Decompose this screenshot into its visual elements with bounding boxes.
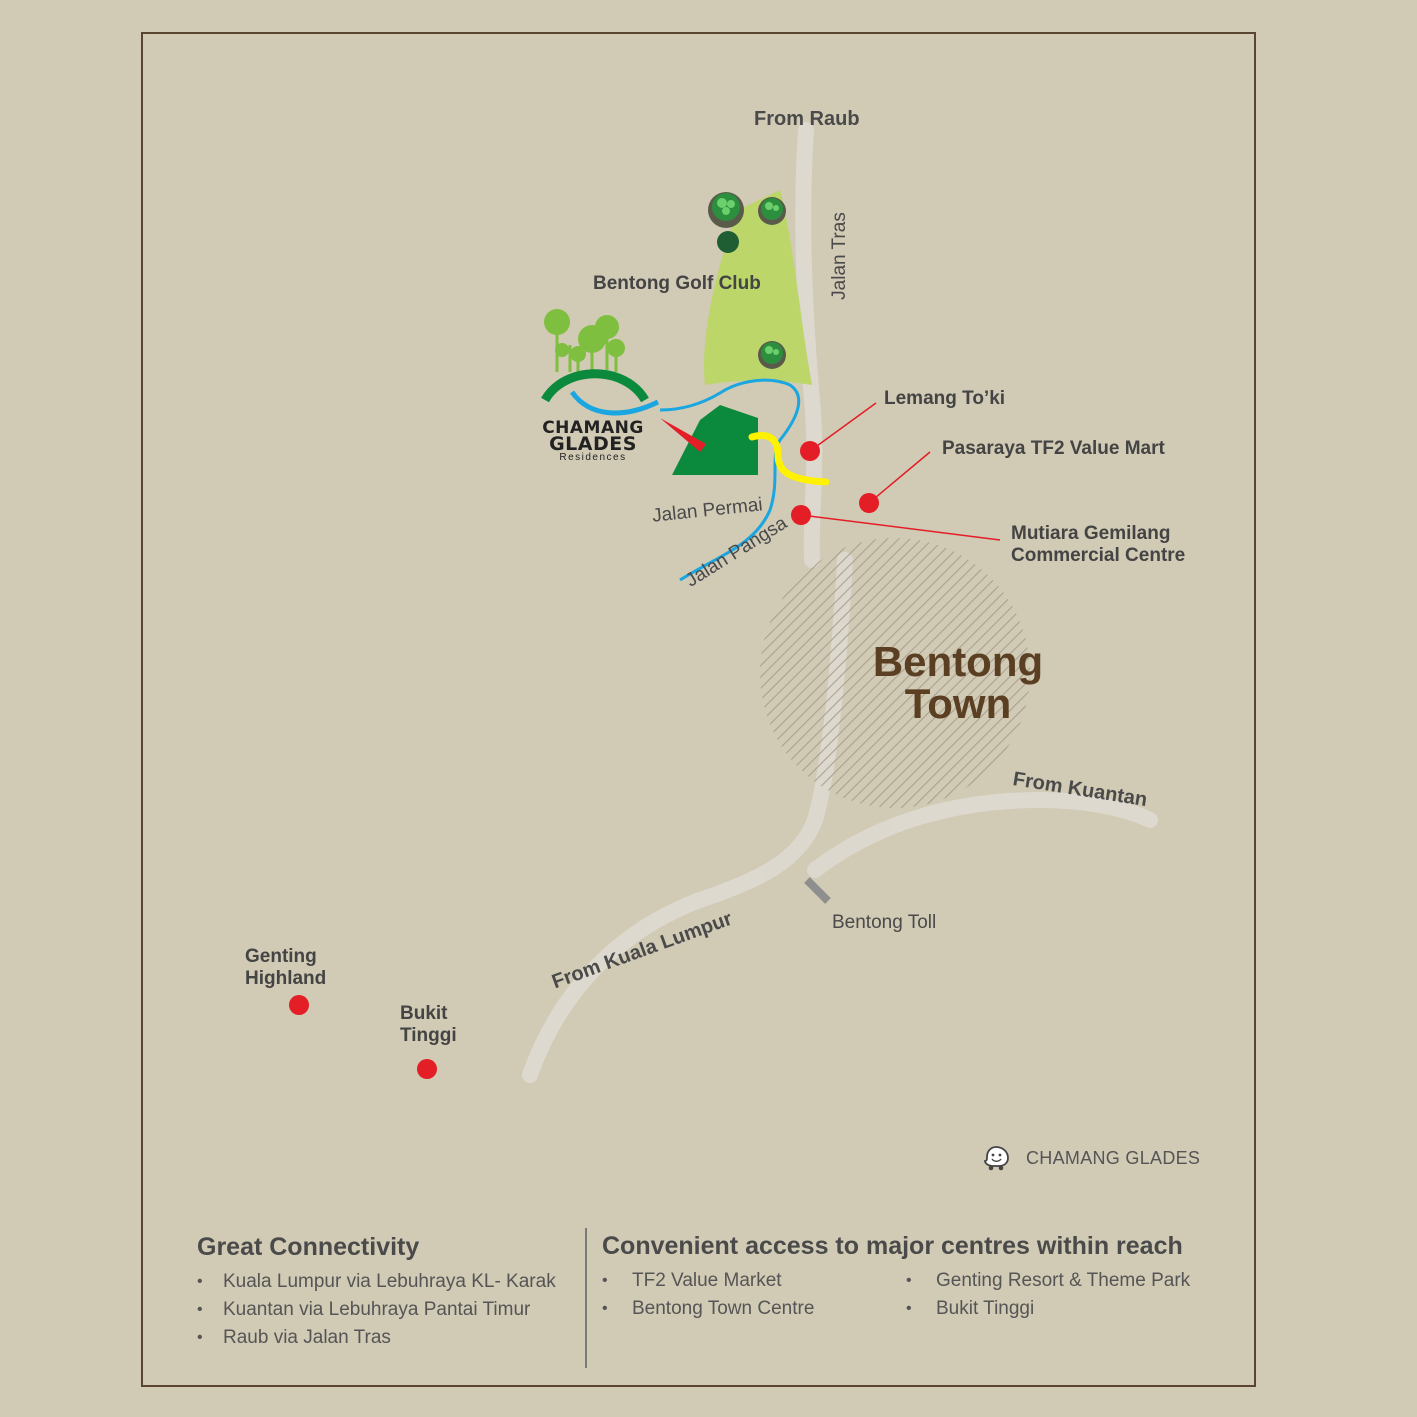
label-bentong-town: Bentong Town — [858, 641, 1058, 725]
label-bukit-line2: Tinggi — [400, 1025, 457, 1046]
label-bukit-line1: Bukit — [400, 1003, 448, 1024]
marker-mutiara — [791, 505, 811, 525]
connectivity-section: Great Connectivity Kuala Lumpur via Lebu… — [197, 1233, 556, 1352]
label-mutiara-line1: Mutiara Gemilang — [1011, 523, 1171, 544]
marker-lemang — [800, 441, 820, 461]
list-item: Raub via Jalan Tras — [197, 1324, 556, 1352]
access-road — [748, 432, 830, 486]
logo-line1: CHAMANG — [542, 418, 644, 438]
pointer-arrow — [660, 418, 706, 452]
chamang-glades-site — [672, 405, 758, 475]
leader-line-pasaraya — [868, 451, 931, 504]
label-from-raub: From Raub — [754, 108, 860, 130]
access-list-col2: Genting Resort & Theme Park Bukit Tinggi — [906, 1267, 1190, 1323]
access-title: Convenient access to major centres withi… — [602, 1232, 1183, 1260]
logo-line3: Residences — [559, 452, 627, 463]
label-genting-line2: Highland — [245, 968, 327, 989]
list-item: Genting Resort & Theme Park — [906, 1267, 1190, 1295]
label-mutiara: Mutiara Gemilang Commercial Centre — [1011, 523, 1185, 567]
list-item: Kuantan via Lebuhraya Pantai Timur — [197, 1296, 556, 1324]
access-list-col1: TF2 Value Market Bentong Town Centre — [602, 1267, 906, 1323]
list-item: Bukit Tinggi — [906, 1295, 1190, 1323]
road-jalan-tras — [795, 122, 823, 568]
marker-genting — [289, 995, 309, 1015]
label-mutiara-line2: Commercial Centre — [1011, 545, 1186, 566]
label-pasaraya: Pasaraya TF2 Value Mart — [942, 438, 1165, 459]
marker-pasaraya — [859, 493, 879, 513]
river — [659, 378, 801, 582]
connectivity-list: Kuala Lumpur via Lebuhraya KL- Karak Kua… — [197, 1268, 556, 1352]
label-bentong-toll: Bentong Toll — [832, 912, 937, 933]
label-jalan-tras: Jalan Tras — [828, 212, 850, 300]
golf-trees — [708, 192, 786, 369]
bentong-town-area — [760, 538, 1030, 808]
label-lemang: Lemang To’ki — [884, 388, 1006, 409]
chamang-glades-logo: CHAMANG GLADES Residences — [538, 420, 648, 464]
waze-icon — [984, 1146, 1009, 1171]
list-item: Bentong Town Centre — [602, 1295, 906, 1323]
leader-line-mutiara — [800, 514, 1001, 541]
map-frame — [141, 32, 1256, 1387]
chamang-glades-logo-graphic — [541, 309, 660, 416]
list-item: TF2 Value Market — [602, 1267, 906, 1295]
road-to-kuantan — [807, 791, 1158, 878]
waze-link[interactable]: CHAMANG GLADES — [982, 1145, 1200, 1171]
leader-line-lemang — [809, 402, 877, 452]
label-town-line2: Town — [904, 680, 1012, 727]
label-golf-club: Bentong Golf Club — [593, 273, 761, 294]
logo-line2: GLADES — [549, 433, 637, 455]
toll-icon — [804, 877, 831, 904]
section-divider — [585, 1228, 587, 1368]
marker-bukit-tinggi — [417, 1059, 437, 1079]
label-genting: Genting Highland — [245, 946, 326, 990]
list-item: Kuala Lumpur via Lebuhraya KL- Karak — [197, 1268, 556, 1296]
connectivity-title: Great Connectivity — [197, 1233, 420, 1261]
label-genting-line1: Genting — [245, 946, 317, 967]
label-town-line1: Bentong — [872, 638, 1044, 685]
label-bukit-tinggi: Bukit Tinggi — [400, 1003, 457, 1047]
tree-icon — [717, 231, 739, 253]
waze-label: CHAMANG GLADES — [1026, 1147, 1201, 1168]
access-section: Convenient access to major centres withi… — [602, 1232, 1190, 1323]
